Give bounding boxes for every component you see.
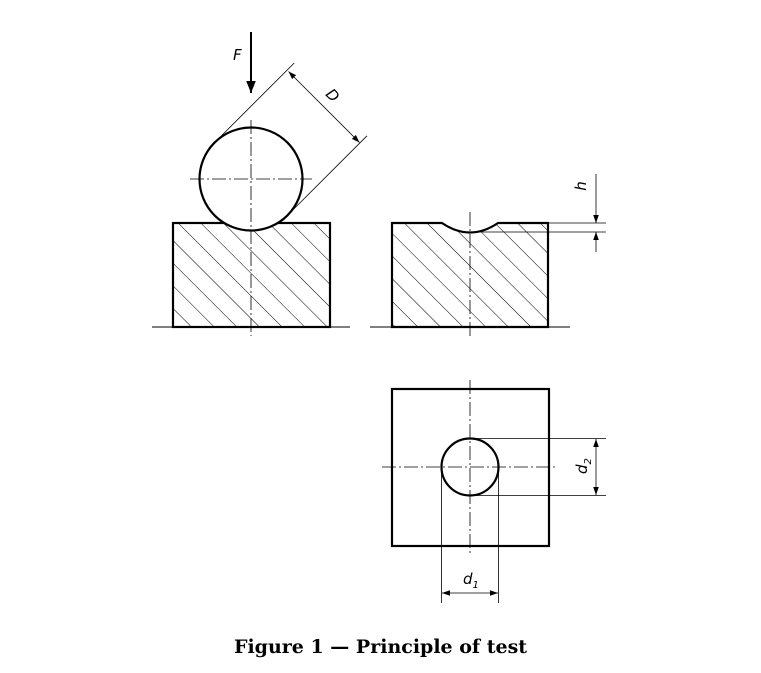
- depth-label: h: [572, 181, 590, 191]
- bottom-view-indentation-plan: d1 d2: [382, 380, 606, 603]
- diameter-dimension-line: [288, 71, 360, 143]
- diameter-label: D: [322, 85, 343, 106]
- d1-label: d1: [463, 570, 479, 591]
- left-specimen-block: [171, 221, 332, 329]
- plan-specimen-outline: [390, 387, 551, 548]
- diameter-extension-line-1: [214, 62, 295, 143]
- left-view-ball-on-specimen: F D: [152, 32, 368, 336]
- force-label: F: [233, 46, 242, 64]
- figure-caption: Figure 1 — Principle of test: [233, 636, 528, 658]
- diameter-extension-line-2: [287, 135, 368, 216]
- right-view-indentation-section: h: [370, 174, 606, 336]
- d2-label: d2: [573, 458, 594, 474]
